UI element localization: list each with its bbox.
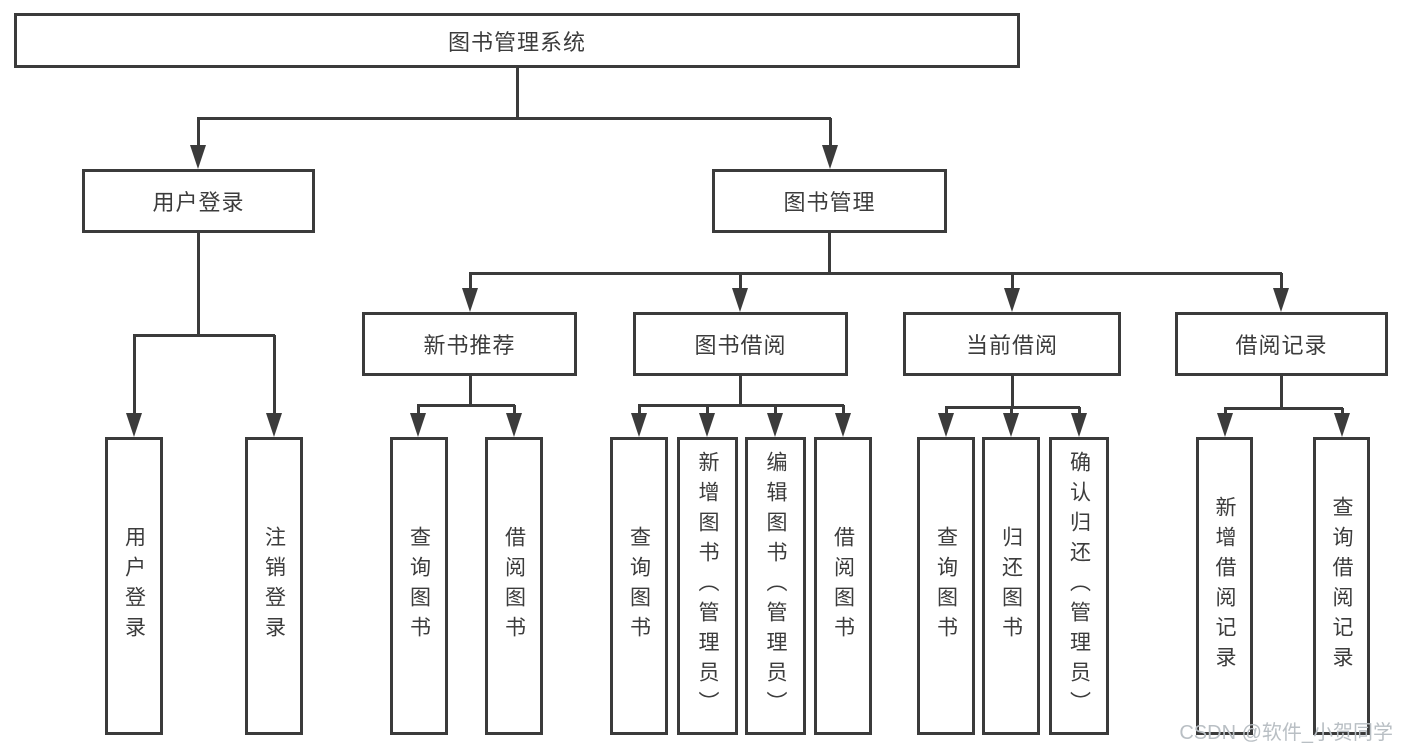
connector-vline-5	[1011, 376, 1014, 407]
arrow-down-icon-1	[822, 145, 838, 169]
connector-hline-6	[1224, 407, 1343, 410]
leaf-newbook-borrow-book: 借阅图书	[485, 437, 543, 735]
leaf-current-return-book: 归还图书	[982, 437, 1040, 735]
leaf-record-add-borrow-record: 新增借阅记录	[1196, 437, 1253, 735]
arrow-down-icon-16	[1071, 413, 1087, 437]
connector-arrow-stem-9	[513, 405, 516, 413]
connector-arrow-stem-11	[706, 405, 709, 413]
connector-arrow-stem-16	[1078, 407, 1081, 413]
connector-arrow-stem-2	[469, 273, 472, 288]
connector-arrow-stem-17	[1224, 408, 1227, 413]
connector-arrow-stem-14	[945, 407, 948, 413]
arrow-down-icon-6	[126, 413, 142, 437]
arrow-down-icon-13	[835, 413, 851, 437]
connector-arrow-stem-0	[197, 118, 200, 145]
connector-arrow-stem-3	[739, 273, 742, 288]
leaf-borrow-borrow-book: 借阅图书	[814, 437, 872, 735]
connector-hline-1	[133, 334, 275, 337]
arrow-down-icon-0	[190, 145, 206, 169]
leaf-current-query-book: 查询图书	[917, 437, 975, 735]
leaf-logout-login: 注销登录	[245, 437, 303, 735]
arrow-down-icon-4	[1004, 288, 1020, 312]
leaf-borrow-edit-book-admin: 编辑图书（管理员）	[745, 437, 806, 735]
connector-hline-0	[197, 117, 831, 120]
arrow-down-icon-5	[1273, 288, 1289, 312]
leaf-borrow-query-book: 查询图书	[610, 437, 668, 735]
leaf-newbook-query-book: 查询图书	[390, 437, 448, 735]
connector-arrow-stem-10	[638, 405, 641, 413]
connector-vline-4	[739, 376, 742, 405]
arrow-down-icon-10	[631, 413, 647, 437]
arrow-down-icon-7	[266, 413, 282, 437]
node-borrow-record: 借阅记录	[1175, 312, 1388, 376]
csdn-watermark: CSDN @软件_小贺同学	[1179, 722, 1393, 744]
arrow-down-icon-11	[699, 413, 715, 437]
node-user-login: 用户登录	[82, 169, 315, 233]
node-library-management-system: 图书管理系统	[14, 13, 1020, 68]
arrow-down-icon-3	[732, 288, 748, 312]
connector-vline-0	[516, 68, 519, 118]
connector-hline-2	[469, 272, 1282, 275]
node-current-borrow: 当前借阅	[903, 312, 1121, 376]
connector-arrow-stem-1	[829, 118, 832, 145]
connector-arrow-stem-5	[1280, 273, 1283, 288]
connector-vline-1	[197, 233, 200, 335]
arrow-down-icon-15	[1003, 413, 1019, 437]
node-new-book-recommend: 新书推荐	[362, 312, 577, 376]
arrow-down-icon-14	[938, 413, 954, 437]
connector-arrow-stem-4	[1011, 273, 1014, 288]
connector-arrow-stem-8	[417, 405, 420, 413]
leaf-borrow-add-book-admin: 新增图书（管理员）	[677, 437, 738, 735]
connector-hline-3	[417, 404, 515, 407]
arrow-down-icon-17	[1217, 413, 1233, 437]
connector-vline-3	[469, 376, 472, 405]
connector-arrow-stem-18	[1341, 408, 1344, 413]
leaf-user-login: 用户登录	[105, 437, 163, 735]
connector-arrow-stem-6	[133, 335, 136, 413]
connector-arrow-stem-12	[774, 405, 777, 413]
connector-vline-2	[828, 233, 831, 273]
arrow-down-icon-8	[410, 413, 426, 437]
arrow-down-icon-9	[506, 413, 522, 437]
arrow-down-icon-12	[767, 413, 783, 437]
arrow-down-icon-18	[1334, 413, 1350, 437]
connector-arrow-stem-13	[842, 405, 845, 413]
node-book-management: 图书管理	[712, 169, 947, 233]
connector-arrow-stem-15	[1010, 407, 1013, 413]
node-book-borrow: 图书借阅	[633, 312, 848, 376]
arrow-down-icon-2	[462, 288, 478, 312]
connector-vline-6	[1280, 376, 1283, 408]
connector-hline-4	[638, 404, 844, 407]
leaf-current-confirm-return-admin: 确认归还（管理员）	[1049, 437, 1109, 735]
leaf-record-query-borrow-record: 查询借阅记录	[1313, 437, 1370, 735]
connector-arrow-stem-7	[273, 335, 276, 413]
